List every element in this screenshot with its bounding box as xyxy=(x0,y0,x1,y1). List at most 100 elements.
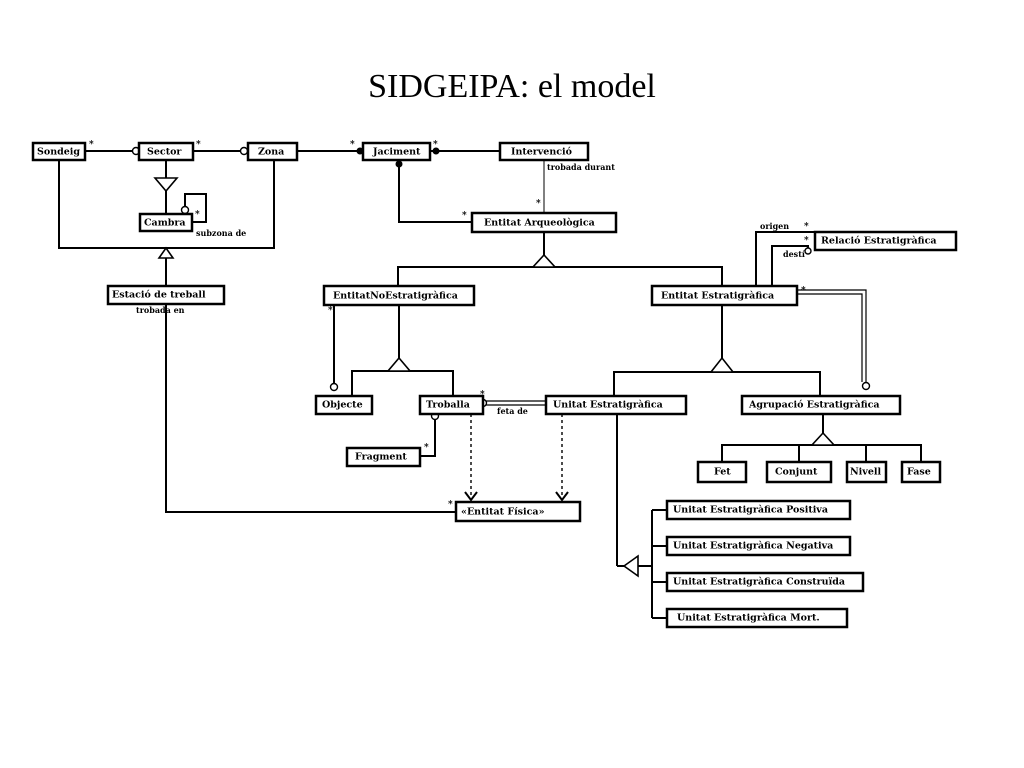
estrat-agrupacio-line xyxy=(797,289,867,382)
class-sector: Sector xyxy=(137,141,195,162)
mult-jaciment-intervencio: * xyxy=(433,140,438,150)
jaciment-entitat-dot xyxy=(395,160,403,168)
role-labels: trobada durant subzona de trobada en ori… xyxy=(136,162,805,416)
mult-noestrat-objecte: * xyxy=(328,306,333,316)
class-jaciment: Jaciment xyxy=(361,141,432,162)
class-fet-label: Fet xyxy=(714,467,731,478)
class-ue-negativa: Unitat Estratigràfica Negativa xyxy=(665,535,852,557)
estrat-generalization-triangle xyxy=(709,356,735,373)
class-sondeig-label: Sondeig xyxy=(37,147,80,158)
role-trobada-durant: trobada durant xyxy=(547,162,615,172)
class-fase: Fase xyxy=(900,460,942,484)
agrupacio-aggregation-circle xyxy=(861,381,871,391)
class-ue-construida-label: Unitat Estratigràfica Construïda xyxy=(673,577,845,588)
mult-relacio-desti: * xyxy=(804,236,809,246)
role-origen: origen xyxy=(760,221,789,231)
mult-sondeig-sector: * xyxy=(89,140,94,150)
relacio-origen-line xyxy=(755,231,815,286)
class-ue-negativa-label: Unitat Estratigràfica Negativa xyxy=(673,541,833,552)
class-unitat-estratigrafica: Unitat Estratigràfica xyxy=(544,394,688,416)
class-cambra: Cambra xyxy=(138,212,194,233)
class-zona: Zona xyxy=(246,141,299,162)
multiplicities: * * * * * * * * * * * * * * xyxy=(89,140,809,510)
class-conjunt: Conjunt xyxy=(765,460,833,484)
troballa-fisica-arrow xyxy=(464,491,478,502)
mult-troballa-fragment: * xyxy=(424,443,429,453)
arqueologica-generalization-triangle xyxy=(531,253,557,268)
noestrat-generalization-triangle xyxy=(386,356,412,372)
class-entitat-no-estratigrafica-label: EntitatNoEstratigràfica xyxy=(333,291,458,302)
role-feta-de: feta de xyxy=(497,406,528,416)
role-trobada-en: trobada en xyxy=(136,305,185,315)
class-agrupacio-estratigrafica-label: Agrupació Estratigràfica xyxy=(748,400,880,411)
class-troballa: Troballa xyxy=(418,394,485,416)
class-agrupacio-estratigrafica: Agrupació Estratigràfica xyxy=(740,394,902,416)
mult-estacio-fisica: * xyxy=(448,500,453,510)
class-fase-label: Fase xyxy=(907,467,931,478)
aggregation-ends xyxy=(131,146,871,421)
estrat-branch-line xyxy=(613,371,821,396)
class-unitat-estratigrafica-label: Unitat Estratigràfica xyxy=(553,400,663,411)
class-ue-positiva: Unitat Estratigràfica Positiva xyxy=(665,499,852,521)
class-entitat-fisica-label: «Entitat Física» xyxy=(461,507,545,518)
mult-estrat-agrupacio: * xyxy=(801,286,806,296)
agrupacio-branch-line xyxy=(721,444,922,462)
cambra-self-line xyxy=(184,193,207,223)
class-entitat-estratigrafica: Entitat Estratigràfica xyxy=(650,284,799,307)
objecte-aggregation-circle xyxy=(329,382,339,392)
role-desti: destí xyxy=(783,249,805,259)
class-fet: Fet xyxy=(696,460,748,484)
class-conjunt-label: Conjunt xyxy=(775,467,818,478)
class-entitat-fisica: «Entitat Física» xyxy=(454,500,582,523)
class-intervencio: Intervenció xyxy=(498,141,590,162)
zona-aggregation-circle xyxy=(239,146,249,156)
class-ue-positiva-label: Unitat Estratigràfica Positiva xyxy=(673,505,828,516)
agrupacio-generalization-triangle xyxy=(810,431,836,446)
class-sector-label: Sector xyxy=(147,147,182,158)
class-ue-mort-label: Unitat Estratigràfica Mort. xyxy=(677,613,820,624)
class-jaciment-label: Jaciment xyxy=(372,147,421,158)
class-nivell: Nivell xyxy=(845,460,888,484)
class-ue-construida: Unitat Estratigràfica Construïda xyxy=(665,571,865,593)
mult-zona-jaciment: * xyxy=(350,140,355,150)
jaciment-entitat-line xyxy=(398,166,472,223)
slide-title: SIDGEIPA: el model xyxy=(368,68,656,105)
class-cambra-label: Cambra xyxy=(144,218,186,229)
class-relacio-estratigrafica: Relació Estratigràfica xyxy=(813,230,958,252)
class-objecte-label: Objecte xyxy=(322,400,363,411)
class-entitat-arqueologica: Entitat Arqueològica xyxy=(470,211,618,234)
mult-intervencio-entitat: * xyxy=(536,199,541,209)
estrat-agrupacio-line-2 xyxy=(797,293,863,382)
class-fragment-label: Fragment xyxy=(355,452,407,463)
class-entitat-arqueologica-label: Entitat Arqueològica xyxy=(484,218,595,229)
class-entitat-no-estratigrafica: EntitatNoEstratigràfica xyxy=(322,284,476,307)
ue-fisica-arrow xyxy=(555,491,569,502)
mult-cambra: * xyxy=(195,210,200,220)
class-entitat-estratigrafica-label: Entitat Estratigràfica xyxy=(661,291,774,302)
class-fragment: Fragment xyxy=(345,446,422,468)
class-relacio-estratigrafica-label: Relació Estratigràfica xyxy=(821,236,937,247)
class-intervencio-label: Intervenció xyxy=(511,147,572,158)
sector-generalization-triangle xyxy=(153,177,179,193)
intervencio-aggregation-dot xyxy=(432,147,440,155)
troballa-fragment-line xyxy=(420,418,436,457)
relacio-aggregation-circle xyxy=(804,247,812,255)
ue-generalization-triangle xyxy=(622,554,639,578)
class-ue-mort: Unitat Estratigràfica Mort. xyxy=(665,607,849,629)
class-nivell-label: Nivell xyxy=(850,467,881,478)
estacio-fisica-line xyxy=(165,304,456,513)
class-estacio-treball-label: Estació de treball xyxy=(112,290,206,301)
class-troballa-label: Troballa xyxy=(426,400,470,411)
class-sondeig: Sondeig xyxy=(31,141,87,162)
class-objecte: Objecte xyxy=(314,394,374,416)
class-zona-label: Zona xyxy=(258,147,284,158)
role-subzona: subzona de xyxy=(196,228,246,238)
zona-estacio-line xyxy=(166,160,275,249)
mult-jaciment-entitat: * xyxy=(462,211,467,221)
estacio-generalization-triangle xyxy=(157,246,175,259)
cambra-aggregation-circle xyxy=(180,205,190,215)
mult-sector-zona: * xyxy=(196,140,201,150)
sondeig-estacio-line xyxy=(58,160,166,249)
arqueologica-branch-line xyxy=(397,266,723,286)
